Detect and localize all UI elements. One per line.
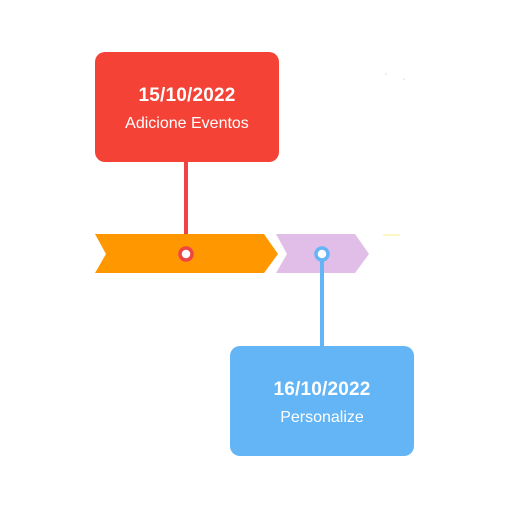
speck-dot — [385, 73, 387, 75]
event-date: 16/10/2022 — [273, 379, 371, 400]
event-date: 15/10/2022 — [138, 85, 236, 106]
event-label: Personalize — [280, 409, 364, 426]
event-card-1: 15/10/2022 Adicione Eventos — [95, 52, 279, 162]
speck-dot — [403, 78, 405, 80]
event-label: Adicione Eventos — [125, 115, 249, 132]
timeline-marker-event-1 — [178, 246, 194, 262]
event-card-2: 16/10/2022 Personalize — [230, 346, 414, 456]
timeline-marker-event-2 — [314, 246, 330, 262]
